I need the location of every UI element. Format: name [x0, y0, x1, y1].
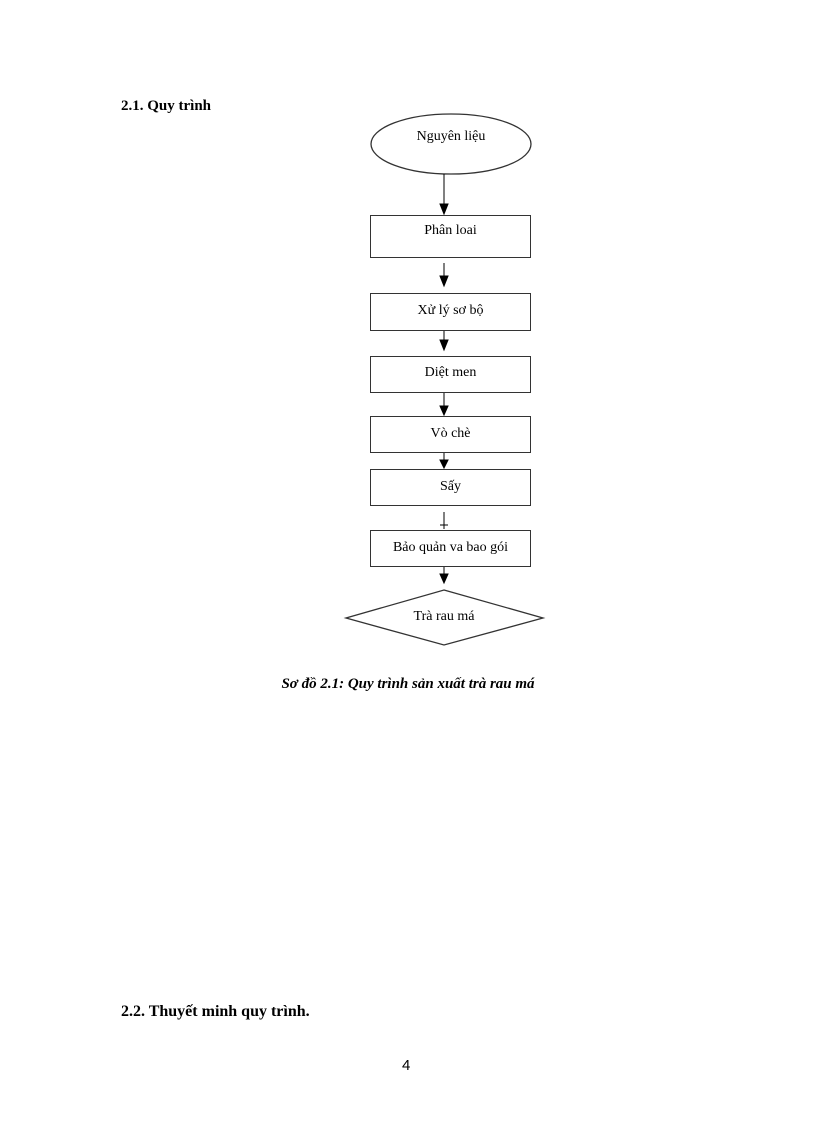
flow-step-vo-che: Vò chè	[370, 416, 531, 453]
flow-step-label: Sấy	[440, 479, 461, 494]
flow-step-phan-loai: Phân loai	[370, 215, 531, 258]
flow-step-xu-ly-so-bo: Xử lý sơ bộ	[370, 293, 531, 331]
flow-step-label: Diệt men	[424, 365, 477, 380]
end-node-label: Trà rau má	[413, 609, 475, 624]
flow-step-label: Bảo quản va bao gói	[392, 540, 509, 555]
flow-step-label: Xử lý sơ bộ	[417, 303, 484, 318]
start-ellipse	[370, 113, 532, 175]
page-number: 4	[402, 1057, 411, 1074]
flow-step-label: Vò chè	[430, 426, 471, 441]
figure-caption: Sơ đồ 2.1: Quy trình sản xuất trà rau má	[0, 676, 816, 693]
flow-step-label: Phân loai	[424, 223, 477, 238]
figure-caption-text: Sơ đồ 2.1: Quy trình sản xuất trà rau má	[281, 676, 535, 692]
section-heading-thuyet-minh: 2.2. Thuyết minh quy trình.	[121, 1003, 310, 1020]
start-node-label: Nguyên liệu	[416, 129, 486, 144]
end-diamond	[343, 589, 546, 646]
flow-step-bao-quan: Bảo quản va bao gói	[370, 530, 531, 567]
flow-step-diet-men: Diệt men	[370, 356, 531, 393]
flow-step-say: Sấy	[370, 469, 531, 506]
section-heading-quy-trinh: 2.1. Quy trình	[121, 98, 212, 114]
